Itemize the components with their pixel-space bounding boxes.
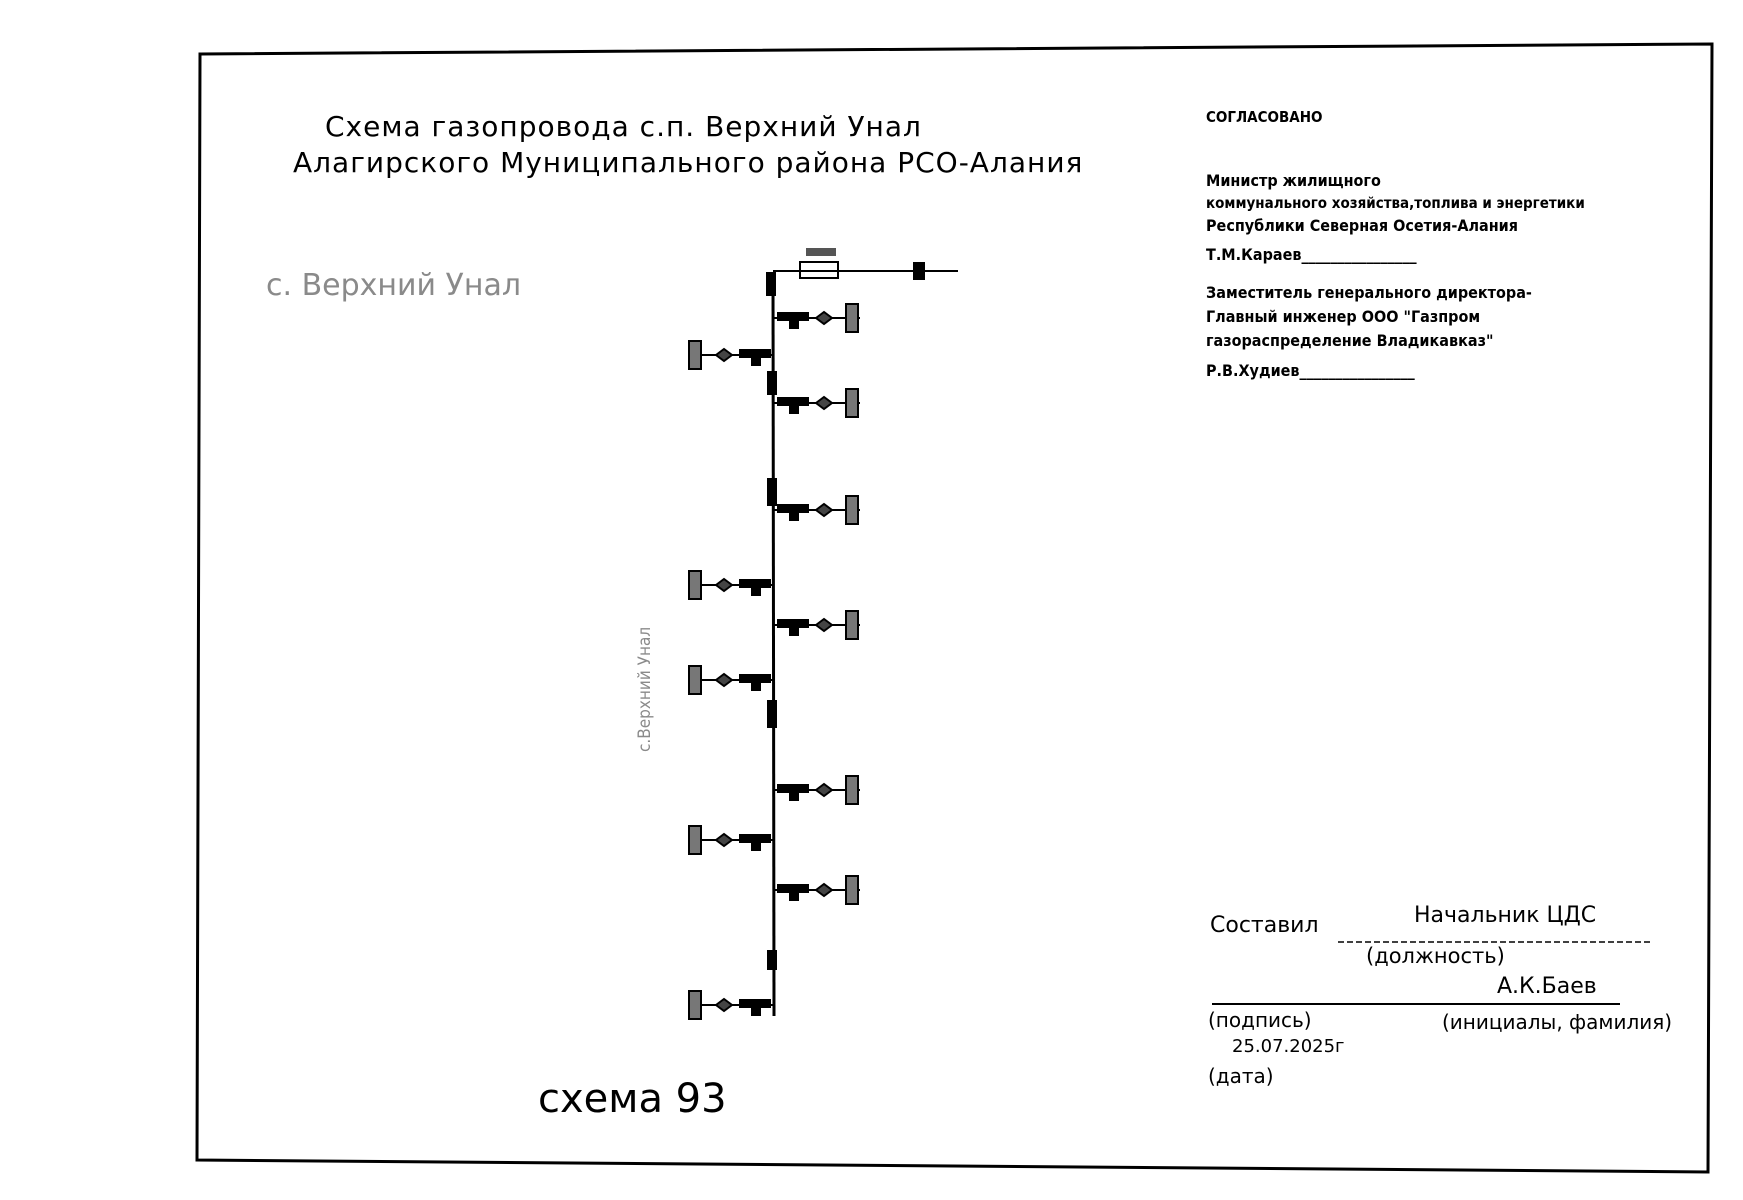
service-branch-left (688, 825, 773, 855)
deputy-line-2: Главный инженер ООО "Газпром (1206, 307, 1481, 326)
top-node (766, 272, 776, 296)
left-services (688, 340, 773, 1020)
deputy-line-1: Заместитель генерального директора- (1206, 283, 1532, 302)
main-pipe (771, 274, 776, 1017)
signature-caption: (подпись) (1208, 1008, 1312, 1032)
top-cabinet-label (806, 248, 836, 256)
minister-signature: Т.М.Караев________________ (1206, 245, 1417, 264)
service-branch-right (774, 610, 860, 640)
deputy-line-3: газораспределение Владикавказ" (1206, 331, 1494, 350)
scheme-label: схема 93 (538, 1076, 727, 1122)
service-branch-left (688, 665, 773, 695)
service-branch-left (688, 340, 773, 370)
main-valves (767, 371, 777, 970)
service-branch-right (774, 875, 860, 905)
date-caption: (дата) (1208, 1064, 1274, 1088)
minister-line-2: коммунального хозяйства,топлива и энерге… (1206, 194, 1585, 212)
main-valve (767, 700, 777, 728)
top-valve (913, 262, 925, 280)
service-branch-left (688, 990, 773, 1020)
street-label: с.Верхний Унал (635, 627, 655, 752)
name-value: А.К.Баев (1497, 974, 1597, 999)
right-services (774, 303, 860, 905)
main-valve (767, 371, 777, 395)
deputy-signature: Р.В.Худиев________________ (1206, 361, 1415, 380)
name-caption: (инициалы, фамилия) (1442, 1010, 1673, 1034)
position-value: Начальник ЦДС (1414, 903, 1597, 928)
service-branch-left (688, 570, 773, 600)
minister-line-3: Республики Северная Осетия-Алания (1206, 216, 1518, 235)
service-branch-right (774, 495, 860, 525)
position-caption: (должность) (1366, 944, 1505, 968)
top-regulator (799, 261, 839, 279)
title-line-1: Схема газопровода с.п. Верхний Унал (325, 110, 922, 143)
village-label: с. Верхний Унал (266, 268, 521, 303)
sheet-frame (195, 42, 1714, 1174)
service-branch-right (774, 388, 860, 418)
title-line-2: Алагирского Муниципального района РСО-Ал… (293, 146, 1084, 179)
date-value: 25.07.2025г (1232, 1036, 1345, 1057)
minister-line-1: Министр жилищного (1206, 171, 1381, 190)
main-valve (767, 950, 777, 970)
approval-heading: СОГЛАСОВАНО (1206, 108, 1323, 126)
main-valve (767, 478, 777, 506)
service-branch-right (774, 775, 860, 805)
compiled-label: Составил (1210, 913, 1319, 938)
service-branch-right (774, 303, 860, 333)
